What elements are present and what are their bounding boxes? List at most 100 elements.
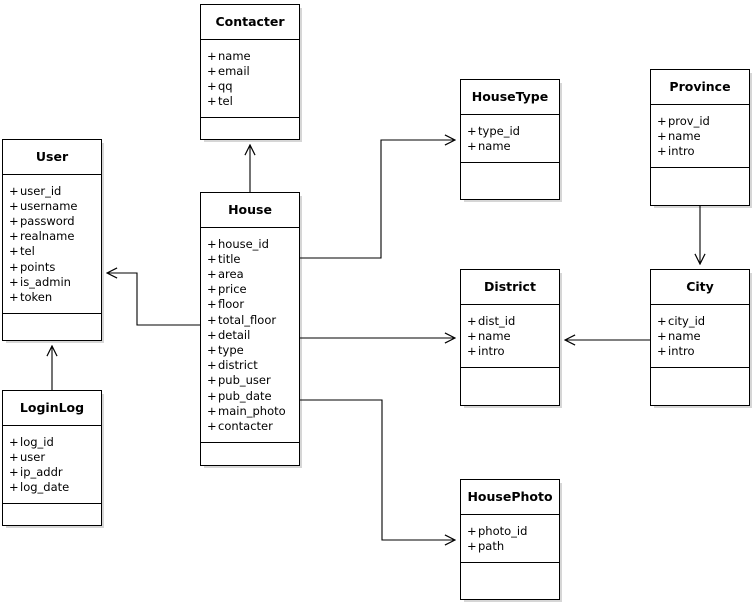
uml-attribute-name: total_floor: [218, 312, 277, 327]
visibility-public-icon: +: [657, 328, 667, 343]
uml-attribute: +dist_id: [467, 314, 559, 329]
uml-attribute: +main_photo: [207, 404, 299, 419]
uml-attribute-name: points: [20, 259, 56, 274]
uml-attribute: +detail: [207, 328, 299, 343]
visibility-public-icon: +: [9, 480, 19, 495]
uml-attribute-compartment: +house_id+title+area+price+floor+total_f…: [201, 228, 299, 444]
uml-attribute-name: intro: [478, 343, 505, 358]
uml-attribute-name: username: [20, 198, 78, 213]
uml-attribute-name: path: [478, 538, 505, 553]
visibility-public-icon: +: [207, 358, 217, 373]
uml-attribute-name: name: [478, 138, 511, 153]
visibility-public-icon: +: [657, 143, 667, 158]
uml-attribute-name: tel: [218, 94, 233, 109]
uml-class-contacter[interactable]: Contacter+name+email+qq+tel: [200, 4, 300, 140]
uml-class-city[interactable]: City+city_id+name+intro: [650, 269, 750, 406]
uml-class-housetype[interactable]: HouseType+type_id+name: [460, 79, 560, 200]
uml-attribute: +photo_id: [467, 524, 559, 539]
visibility-public-icon: +: [9, 244, 19, 259]
visibility-public-icon: +: [467, 123, 477, 138]
uml-class-loginlog[interactable]: LoginLog+log_id+user+ip_addr+log_date: [2, 390, 102, 526]
uml-attribute: +email: [207, 64, 299, 79]
uml-attribute-name: ip_addr: [20, 464, 63, 479]
uml-attribute: +tel: [9, 244, 101, 259]
uml-attribute: +ip_addr: [9, 465, 101, 480]
uml-attribute: +type: [207, 343, 299, 358]
uml-attribute: +token: [9, 290, 101, 305]
uml-attribute-name: city_id: [668, 313, 706, 328]
visibility-public-icon: +: [9, 198, 19, 213]
visibility-public-icon: +: [207, 388, 217, 403]
connector-house-user: [107, 273, 200, 326]
uml-attribute-name: tel: [20, 244, 35, 259]
uml-attribute: +house_id: [207, 237, 299, 252]
visibility-public-icon: +: [207, 78, 217, 93]
uml-attribute: +log_id: [9, 435, 101, 450]
visibility-public-icon: +: [467, 328, 477, 343]
visibility-public-icon: +: [207, 282, 217, 297]
uml-class-title: User: [3, 140, 101, 175]
uml-attribute: +intro: [467, 344, 559, 359]
uml-attribute-name: name: [668, 328, 701, 343]
uml-attribute: +contacter: [207, 419, 299, 434]
uml-attribute-name: realname: [20, 229, 75, 244]
uml-attribute-name: house_id: [218, 236, 269, 251]
visibility-public-icon: +: [657, 113, 667, 128]
uml-class-title: Province: [651, 70, 749, 105]
uml-attribute: +floor: [207, 297, 299, 312]
visibility-public-icon: +: [467, 138, 477, 153]
uml-attribute-compartment: +city_id+name+intro: [651, 305, 749, 369]
visibility-public-icon: +: [9, 464, 19, 479]
visibility-public-icon: +: [207, 327, 217, 342]
visibility-public-icon: +: [207, 236, 217, 251]
uml-attribute-name: prov_id: [668, 113, 710, 128]
uml-attribute: +pub_user: [207, 373, 299, 388]
uml-attribute-name: log_id: [20, 434, 54, 449]
uml-attribute-name: price: [218, 282, 247, 297]
uml-attribute: +qq: [207, 79, 299, 94]
visibility-public-icon: +: [467, 343, 477, 358]
uml-class-user[interactable]: User+user_id+username+password+realname+…: [2, 139, 102, 341]
uml-attribute: +user_id: [9, 184, 101, 199]
visibility-public-icon: +: [9, 274, 19, 289]
uml-attribute: +username: [9, 199, 101, 214]
uml-attribute-name: main_photo: [218, 403, 286, 418]
uml-class-province[interactable]: Province+prov_id+name+intro: [650, 69, 750, 206]
visibility-public-icon: +: [9, 259, 19, 274]
uml-attribute-name: name: [218, 48, 251, 63]
uml-attribute: +name: [207, 49, 299, 64]
visibility-public-icon: +: [467, 523, 477, 538]
uml-attribute: +name: [657, 129, 749, 144]
connector-house-housetype: [300, 140, 455, 259]
uml-attribute-name: contacter: [218, 418, 273, 433]
uml-attribute: +user: [9, 450, 101, 465]
visibility-public-icon: +: [657, 343, 667, 358]
uml-attribute-name: password: [20, 213, 75, 228]
visibility-public-icon: +: [207, 373, 217, 388]
uml-attribute: +points: [9, 260, 101, 275]
uml-class-housephoto[interactable]: HousePhoto+photo_id+path: [460, 479, 560, 600]
uml-attribute-name: is_admin: [20, 274, 71, 289]
visibility-public-icon: +: [207, 418, 217, 433]
uml-class-title: District: [461, 270, 559, 305]
uml-attribute: +type_id: [467, 124, 559, 139]
visibility-public-icon: +: [207, 94, 217, 109]
uml-attribute: +total_floor: [207, 313, 299, 328]
uml-class-district[interactable]: District +dist_id+name+intro: [460, 269, 560, 406]
visibility-public-icon: +: [467, 538, 477, 553]
visibility-public-icon: +: [657, 128, 667, 143]
uml-attribute-name: type: [218, 342, 244, 357]
uml-class-house[interactable]: House+house_id+title+area+price+floor+to…: [200, 192, 300, 466]
uml-attribute: +pub_date: [207, 389, 299, 404]
visibility-public-icon: +: [207, 63, 217, 78]
uml-attribute-name: user_id: [20, 183, 62, 198]
visibility-public-icon: +: [207, 312, 217, 327]
uml-class-title: Contacter: [201, 5, 299, 40]
uml-attribute: +name: [467, 329, 559, 344]
uml-attribute: +is_admin: [9, 275, 101, 290]
visibility-public-icon: +: [467, 313, 477, 328]
uml-attribute: +tel: [207, 94, 299, 109]
uml-attribute-name: token: [20, 289, 53, 304]
uml-class-title: City: [651, 270, 749, 305]
